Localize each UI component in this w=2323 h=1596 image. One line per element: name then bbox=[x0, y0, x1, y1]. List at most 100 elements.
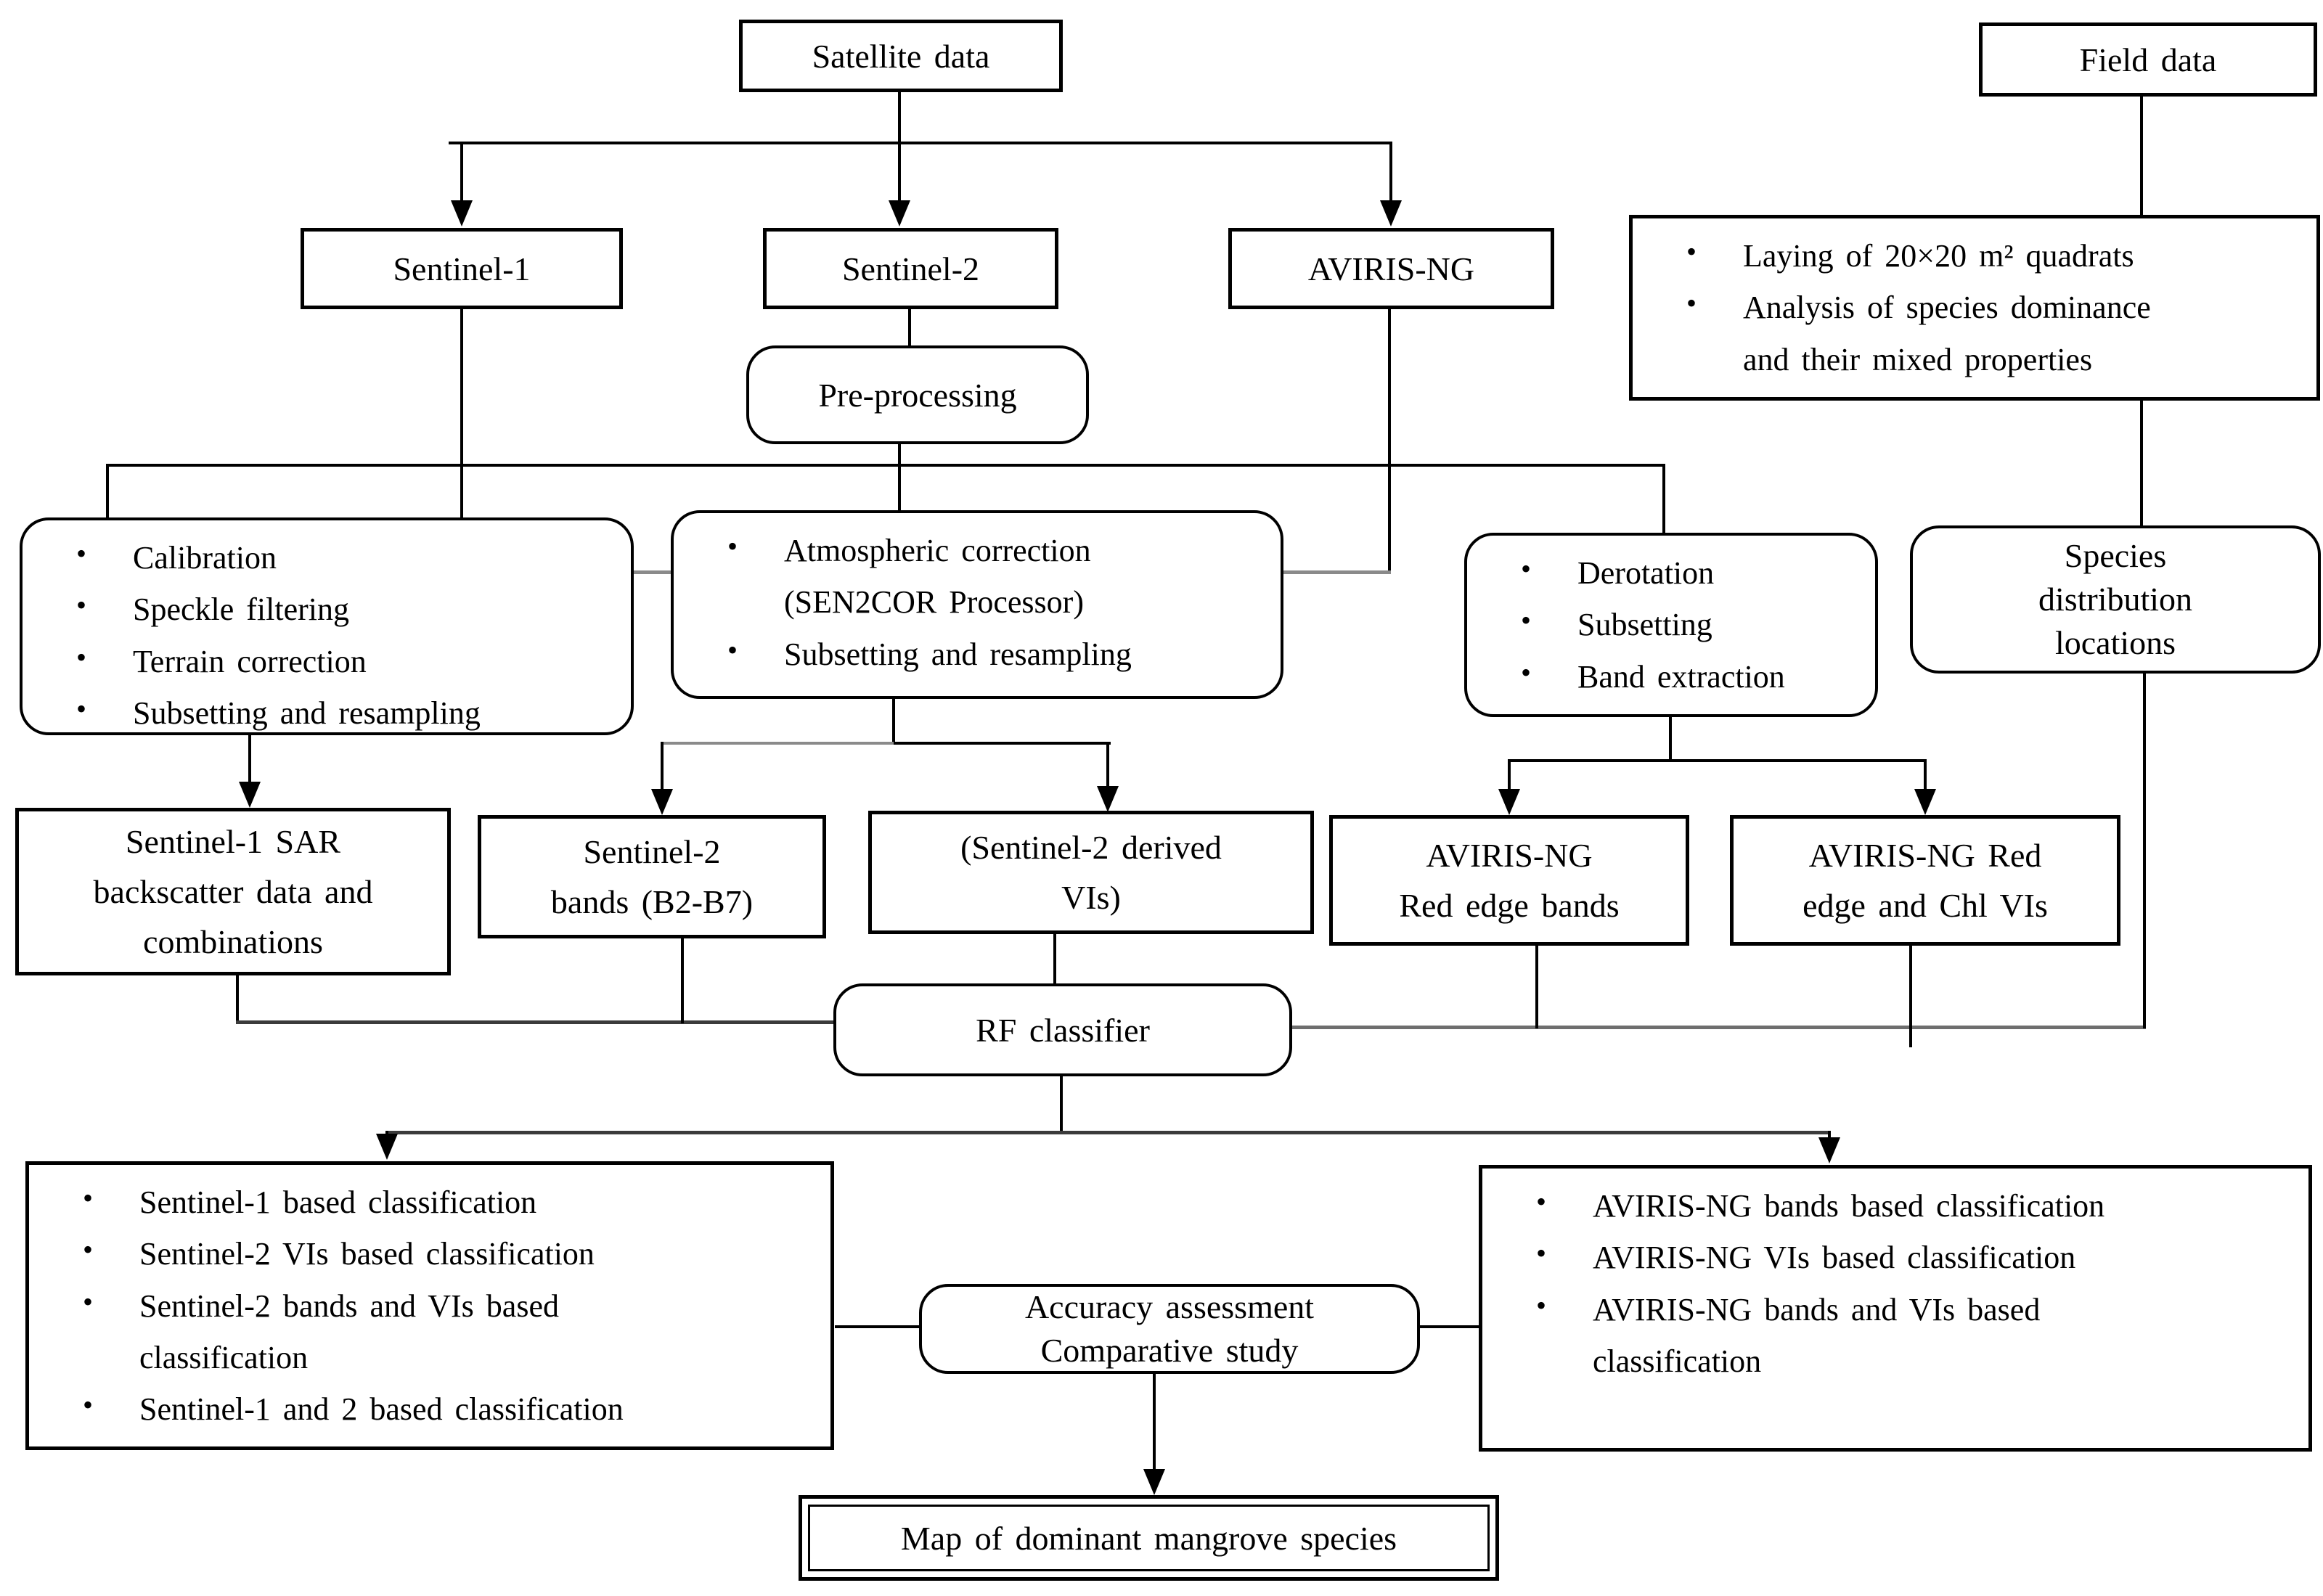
node-aviris-red-edge-chl: AVIRIS-NG Red edge and Chl VIs bbox=[1730, 815, 2120, 946]
arrowhead-down bbox=[1097, 786, 1119, 812]
bullet-item: Speckle filtering bbox=[52, 582, 622, 635]
connector-line bbox=[898, 92, 901, 143]
bullet-item: Sentinel-1 based classification bbox=[58, 1175, 822, 1228]
bullet-item: Subsetting bbox=[1496, 597, 1866, 650]
connector-line bbox=[661, 742, 894, 745]
node-sentinel2-vis: (Sentinel-2 derived VIs) bbox=[868, 811, 1314, 934]
connector-line bbox=[908, 309, 911, 347]
node-label: AVIRIS-NG bbox=[1307, 250, 1475, 287]
node-aviris-ng: AVIRIS-NG bbox=[1228, 228, 1554, 309]
connector-line bbox=[236, 975, 239, 1023]
bullet-item: Analysis of species dominance and their … bbox=[1662, 280, 2308, 385]
bullet-item: Subsetting and resampling bbox=[52, 686, 622, 739]
node-aviris-classifications: AVIRIS-NG bands based classificationAVIR… bbox=[1479, 1165, 2312, 1452]
connector-line bbox=[898, 142, 901, 202]
connector-line bbox=[1053, 934, 1056, 985]
bullet-item: AVIRIS-NG bands based classification bbox=[1511, 1179, 2300, 1232]
bullet-list: DerotationSubsettingBand extraction bbox=[1467, 536, 1875, 703]
connector-line bbox=[248, 735, 251, 785]
node-field-observations: Laying of 20×20 m² quadratsAnalysis of s… bbox=[1629, 215, 2320, 401]
arrowhead-down bbox=[1380, 200, 1402, 226]
node-sentinel1-sar: Sentinel-1 SAR backscatter data and comb… bbox=[15, 808, 451, 975]
node-sentinel2-bands: Sentinel-2 bands (B2-B7) bbox=[478, 815, 826, 938]
connector-line bbox=[1924, 759, 1927, 792]
bullet-list: AVIRIS-NG bands based classificationAVIR… bbox=[1482, 1169, 2308, 1387]
bullet-item: Atmospheric correction (SEN2COR Processo… bbox=[703, 523, 1272, 629]
node-label: Sentinel-1 bbox=[393, 250, 531, 287]
bullet-item: Sentinel-1 and 2 based classification bbox=[58, 1382, 822, 1435]
connector-line bbox=[2143, 668, 2146, 1028]
node-sentinel1-preprocessing: CalibrationSpeckle filteringTerrain corr… bbox=[20, 517, 634, 735]
connector-line bbox=[106, 464, 109, 519]
node-label: Species distribution locations bbox=[2038, 537, 2193, 661]
connector-line bbox=[385, 1131, 1831, 1134]
arrowhead-down bbox=[889, 200, 910, 226]
connector-line bbox=[894, 742, 1111, 745]
bullet-item: Terrain correction bbox=[52, 634, 622, 687]
connector-line bbox=[1662, 464, 1665, 534]
connector-line bbox=[460, 309, 463, 573]
arrowhead-down bbox=[239, 782, 261, 808]
node-label: (Sentinel-2 derived VIs) bbox=[960, 829, 1222, 916]
connector-line bbox=[236, 1020, 835, 1024]
node-label: AVIRIS-NG Red edge bands bbox=[1399, 837, 1620, 924]
connector-line bbox=[1508, 759, 1927, 762]
node-satellite-data: Satellite data bbox=[739, 20, 1063, 92]
node-aviris-red-edge-bands: AVIRIS-NG Red edge bands bbox=[1329, 815, 1689, 946]
bullet-item: Sentinel-2 VIs based classification bbox=[58, 1227, 822, 1280]
connector-line bbox=[835, 1325, 920, 1328]
connector-line bbox=[106, 464, 1665, 467]
node-label: Satellite data bbox=[812, 37, 990, 75]
node-pre-processing: Pre-processing bbox=[746, 345, 1089, 444]
node-species-distribution: Species distribution locations bbox=[1910, 525, 2321, 674]
connector-line bbox=[1909, 946, 1912, 1047]
node-sentinel-2: Sentinel-2 bbox=[763, 228, 1058, 309]
connector-line bbox=[1828, 1131, 1831, 1139]
bullet-item: AVIRIS-NG VIs based classification bbox=[1511, 1230, 2300, 1283]
connector-line bbox=[1535, 946, 1538, 1028]
connector-line bbox=[1669, 717, 1672, 761]
bullet-list: CalibrationSpeckle filteringTerrain corr… bbox=[23, 520, 631, 739]
connector-line bbox=[898, 444, 901, 512]
node-aviris-preprocessing: DerotationSubsettingBand extraction bbox=[1464, 533, 1878, 717]
bullet-item: AVIRIS-NG bands and VIs based classifica… bbox=[1511, 1282, 2300, 1388]
arrowhead-down bbox=[1143, 1469, 1165, 1495]
bullet-list: Sentinel-1 based classificationSentinel-… bbox=[29, 1165, 830, 1435]
connector-line bbox=[460, 142, 463, 202]
arrowhead-down bbox=[1818, 1137, 1840, 1163]
node-label: Field data bbox=[2079, 41, 2217, 78]
arrowhead-down bbox=[376, 1134, 398, 1160]
bullet-list: Atmospheric correction (SEN2COR Processo… bbox=[674, 513, 1281, 680]
connector-line bbox=[1508, 759, 1511, 792]
connector-line bbox=[1291, 1026, 2146, 1029]
connector-line bbox=[1060, 1076, 1063, 1132]
node-accuracy-assessment: Accuracy assessment Comparative study bbox=[919, 1284, 1420, 1374]
arrowhead-down bbox=[1498, 789, 1520, 815]
node-field-data: Field data bbox=[1979, 22, 2317, 97]
bullet-item: Laying of 20×20 m² quadrats bbox=[1662, 229, 2308, 282]
connector-line bbox=[1389, 142, 1392, 202]
connector-line bbox=[661, 742, 664, 792]
connector-line bbox=[1106, 742, 1109, 789]
bullet-item: Band extraction bbox=[1496, 650, 1866, 703]
arrowhead-down bbox=[651, 789, 673, 815]
node-label: Accuracy assessment Comparative study bbox=[1024, 1288, 1315, 1369]
node-label: Sentinel-2 bands (B2-B7) bbox=[550, 833, 754, 920]
bullet-item: Subsetting and resampling bbox=[703, 627, 1272, 680]
connector-line bbox=[449, 142, 1392, 144]
node-label: Map of dominant mangrove species bbox=[900, 1519, 1397, 1557]
connector-line bbox=[681, 938, 684, 1023]
connector-line bbox=[1153, 1374, 1156, 1473]
node-label: Sentinel-2 bbox=[841, 250, 980, 287]
connector-line bbox=[1418, 1325, 1480, 1328]
bullet-item: Sentinel-2 bands and VIs based classific… bbox=[58, 1279, 822, 1384]
node-map-output: Map of dominant mangrove species bbox=[799, 1495, 1499, 1581]
node-sentinel-classifications: Sentinel-1 based classificationSentinel-… bbox=[25, 1161, 834, 1450]
connector-line bbox=[2140, 401, 2143, 527]
connector-line bbox=[1388, 309, 1391, 573]
node-rf-classifier: RF classifier bbox=[833, 983, 1292, 1076]
connector-line bbox=[2140, 97, 2143, 215]
bullet-item: Calibration bbox=[52, 531, 622, 584]
node-label: Sentinel-1 SAR backscatter data and comb… bbox=[93, 823, 373, 960]
node-label: Pre-processing bbox=[818, 376, 1017, 414]
